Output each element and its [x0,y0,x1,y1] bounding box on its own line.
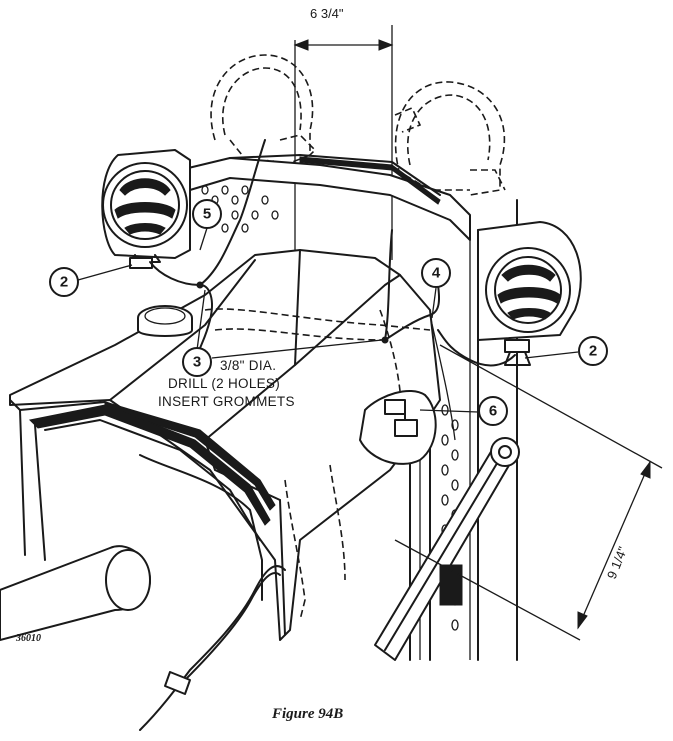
callout-5: 5 [192,199,222,229]
fuel-cap [137,305,193,337]
dimension-top: 6 3/4" [293,6,394,51]
right-light [477,221,582,366]
callout-2-right: 2 [578,336,608,366]
note-line-3: INSERT GROMMETS [158,394,295,409]
perforations-bar [201,185,279,233]
pigtail-wire [139,565,286,731]
left-light [101,149,191,269]
note-line-2: DRILL (2 HOLES) [168,376,280,391]
svg-text:4: 4 [432,265,441,282]
svg-text:3: 3 [193,354,201,371]
svg-text:6: 6 [489,403,497,420]
raised-light-right-phantom [394,81,506,196]
callout-6: 6 [478,396,508,426]
figure-caption: Figure 94B [271,706,343,722]
svg-text:5: 5 [203,206,211,223]
steering-column [0,545,151,641]
callout-leaders [77,227,579,413]
dimension-top-label: 6 3/4" [310,6,344,21]
svg-text:2: 2 [589,343,597,360]
wiring-harness [149,139,516,441]
drill-note: 3/8" DIA. DRILL (2 HOLES) INSERT GROMMET… [158,358,295,409]
connector-plate [359,390,437,465]
light-mounting-bar [179,154,471,241]
note-line-1: 3/8" DIA. [220,358,276,373]
svg-text:2: 2 [60,274,68,291]
reference-number: 36010 [15,633,41,644]
dimension-right-label: 9 1/4" [604,544,631,581]
callout-2-left: 2 [49,267,79,297]
callout-3: 3 [182,347,212,377]
tilt-cylinder [374,437,520,661]
callout-4: 4 [421,258,451,288]
